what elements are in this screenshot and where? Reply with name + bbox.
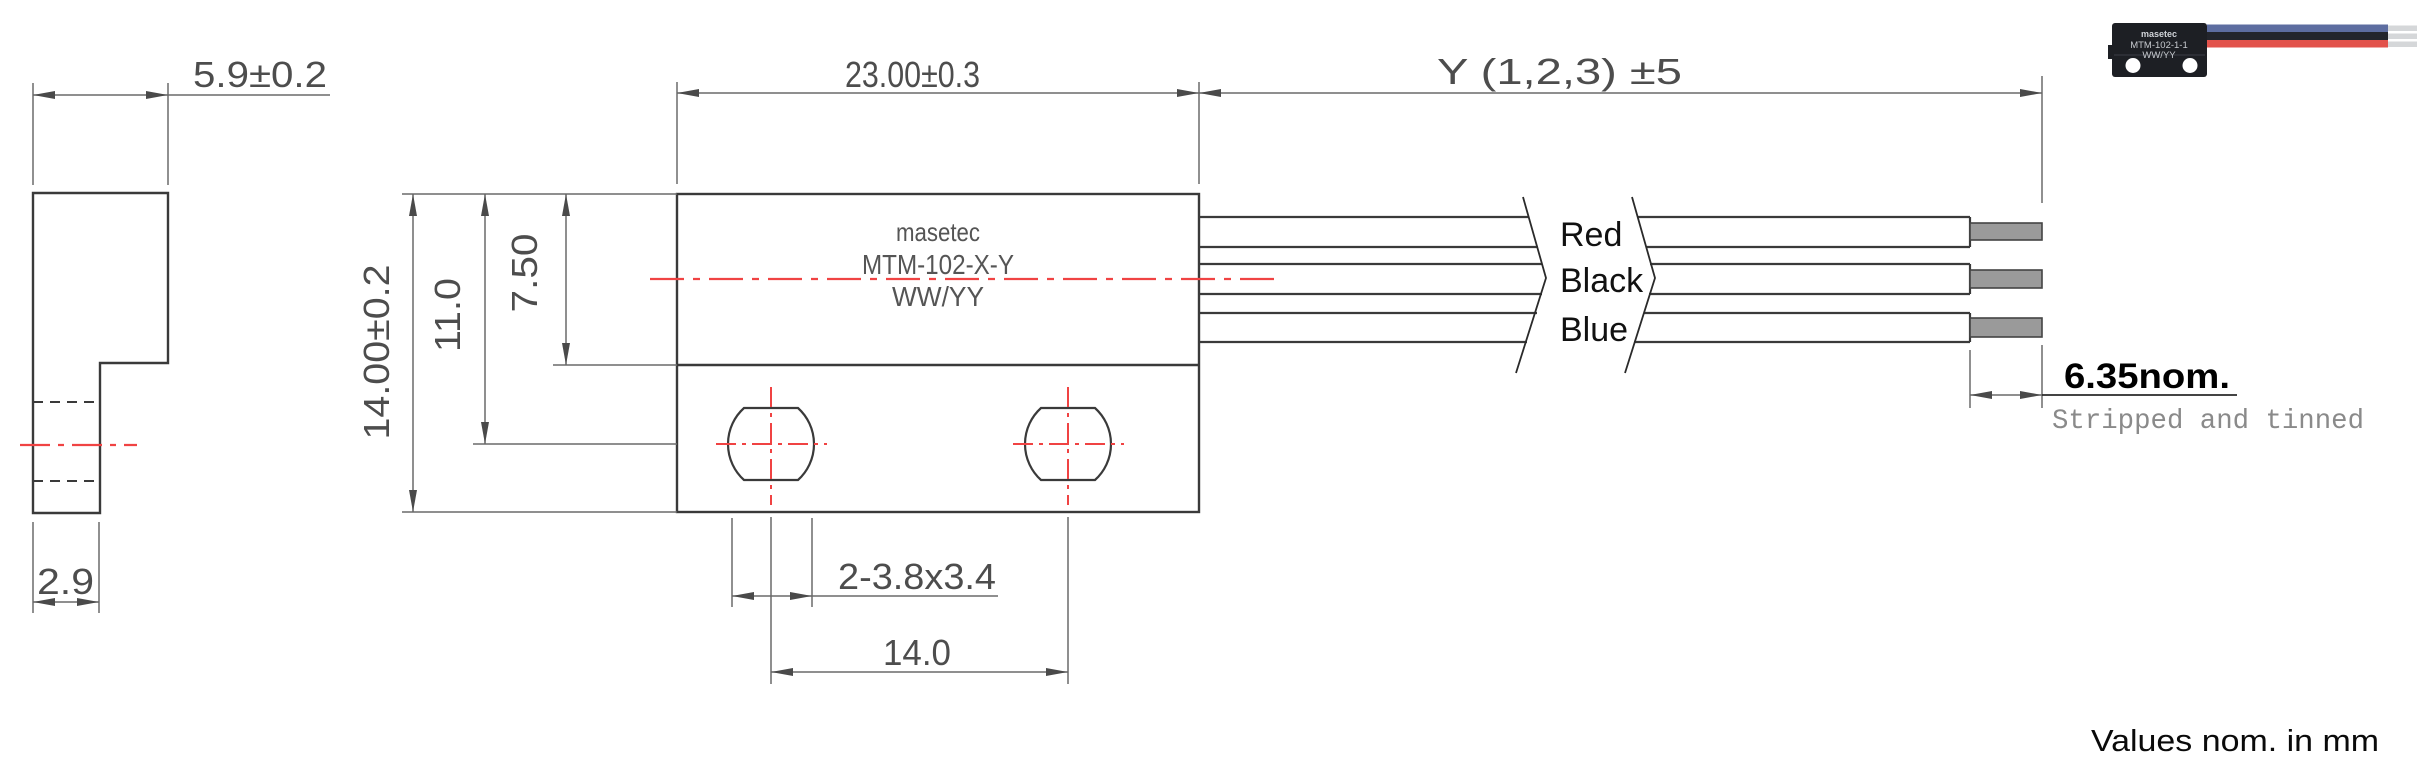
strip-length-dim-text: 6.35nom. <box>2064 357 2230 396</box>
wire-lines-left <box>1199 215 1542 344</box>
side-flange-dimension: 2.9 <box>32 522 100 613</box>
body-label-brand: masetec <box>896 217 980 247</box>
hole-spacing-dim-text: 14.0 <box>883 632 951 673</box>
photo-tip-blue <box>2388 25 2417 31</box>
mounting-hole-left <box>716 387 827 505</box>
photo-tip-red <box>2388 41 2417 47</box>
photo-label-datecode: WW/YY <box>2142 50 2176 61</box>
tinned-tips <box>1969 222 2043 338</box>
body-label-datecode: WW/YY <box>892 281 984 312</box>
side-view: 5.9±0.2 2.9 <box>20 54 330 613</box>
hole-size-dim-text: 2-3.8x3.4 <box>838 556 996 597</box>
photo-body-notch <box>2108 45 2113 59</box>
front-top-section-dim-text: 7.50 <box>504 234 545 313</box>
wire-break-right <box>1624 196 1656 374</box>
strip-length-dimension: 6.35nom. Stripped and tinned <box>1969 345 2364 437</box>
front-view: masetec MTM-102-X-Y WW/YY 23.00±0.3 <box>356 54 1283 684</box>
wire-length-dim-text: Y (1,2,3) ±5 <box>1437 51 1682 92</box>
wire-label-blue: Blue <box>1560 311 1628 349</box>
wire-length-dimension: Y (1,2,3) ±5 <box>1199 51 2043 203</box>
wire-break-left <box>1515 196 1547 374</box>
photo-wire-black <box>2207 32 2388 40</box>
hole-spacing-dimension: 14.0 <box>770 517 1069 684</box>
side-width-dimension: 5.9±0.2 <box>32 54 330 185</box>
product-photo: masetec MTM-102-1-1 WW/YY <box>2108 23 2417 77</box>
wire-lines-right <box>1634 215 1972 344</box>
side-view-outline <box>31 191 170 515</box>
photo-label-partnumber: MTM-102-1-1 <box>2130 40 2188 51</box>
body-label-partnumber: MTM-102-X-Y <box>862 249 1014 280</box>
front-height-dimensions: 14.00±0.2 11.0 7.50 <box>356 193 677 513</box>
photo-wire-red <box>2207 40 2388 48</box>
photo-wire-blue <box>2207 24 2388 32</box>
wire-label-red: Red <box>1560 216 1622 254</box>
front-width-dimension: 23.00±0.3 <box>676 54 1200 184</box>
front-height-dim-text: 14.00±0.2 <box>356 265 397 440</box>
front-hole-axis-dim-text: 11.0 <box>427 278 468 352</box>
wires: Red Black Blue Y (1,2,3) ±5 6.35nom. Str… <box>1199 51 2364 437</box>
mounting-hole-right <box>1013 387 1124 505</box>
hole-size-dimension: 2-3.8x3.4 <box>731 518 998 607</box>
photo-hole-right <box>2182 58 2198 73</box>
wire-label-black: Black <box>1560 262 1644 300</box>
front-width-dim-text: 23.00±0.3 <box>845 54 980 95</box>
strip-note-text: Stripped and tinned <box>2052 406 2364 437</box>
side-flange-dim-text: 2.9 <box>37 561 94 602</box>
photo-hole-left <box>2125 58 2141 73</box>
photo-tip-black <box>2388 33 2417 39</box>
side-width-dim-text: 5.9±0.2 <box>193 54 327 95</box>
units-note: Values nom. in mm <box>2091 723 2379 758</box>
photo-label-brand: masetec <box>2141 29 2177 39</box>
